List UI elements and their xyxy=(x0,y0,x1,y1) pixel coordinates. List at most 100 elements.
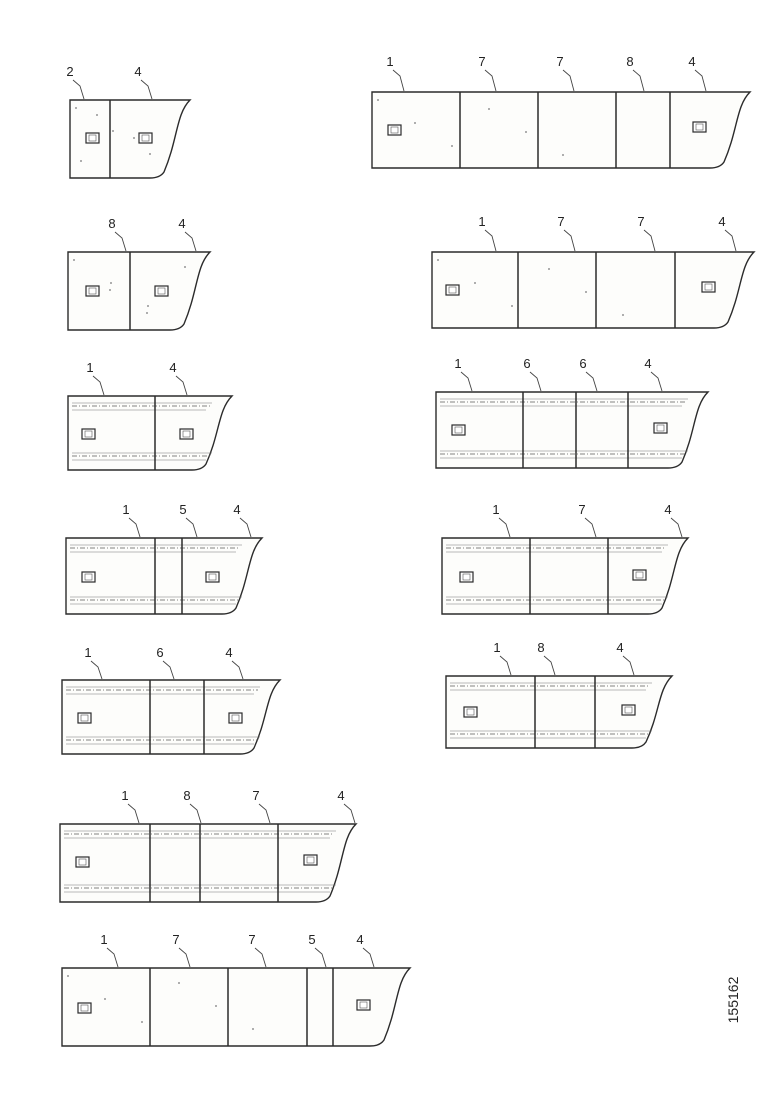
texture-speck xyxy=(437,259,439,261)
callout-leader xyxy=(543,655,556,676)
callout-label: 7 xyxy=(252,788,259,803)
callout-label: 7 xyxy=(556,54,563,69)
callout-label: 7 xyxy=(478,54,485,69)
reflector-window xyxy=(77,1002,92,1014)
callout-leader xyxy=(392,69,405,92)
callout-leader xyxy=(231,660,244,680)
callout-label: 1 xyxy=(386,54,393,69)
callout-leader xyxy=(724,229,737,252)
callout-leader xyxy=(239,517,252,538)
reflector-inner xyxy=(78,858,87,866)
reflector-inner xyxy=(462,573,471,581)
callout-leader xyxy=(643,229,656,252)
texture-speck xyxy=(67,975,69,977)
reflector-inner xyxy=(157,287,166,295)
callout-label: 1 xyxy=(100,932,107,947)
callout-label: 1 xyxy=(86,360,93,375)
texture-speck xyxy=(511,305,513,307)
panel-outline xyxy=(445,675,674,749)
reflector-inner xyxy=(704,283,713,291)
reflector-window xyxy=(701,281,716,293)
texture-speck xyxy=(474,282,476,284)
callout-label: 1 xyxy=(493,640,500,655)
reflector-window xyxy=(445,284,460,296)
callout-leader xyxy=(140,79,153,100)
callout-leader xyxy=(484,69,497,92)
callout-leader xyxy=(562,69,575,92)
texture-speck xyxy=(112,130,114,132)
callout-leader xyxy=(498,517,511,538)
panel-outline xyxy=(59,823,358,903)
callout-leader xyxy=(650,371,663,392)
callout-label: 4 xyxy=(233,502,240,517)
callout-leader xyxy=(90,660,103,680)
reflector-inner xyxy=(231,714,240,722)
texture-speck xyxy=(146,312,148,314)
callout-leader xyxy=(362,947,375,968)
reflector-inner xyxy=(306,856,315,864)
reflector-inner xyxy=(141,134,150,142)
texture-speck xyxy=(104,998,106,1000)
callout-leader xyxy=(72,79,85,100)
reflector-window xyxy=(81,571,96,583)
callout-leader xyxy=(114,231,127,252)
callout-label: 6 xyxy=(156,645,163,660)
reflector-inner xyxy=(695,123,704,131)
texture-speck xyxy=(75,107,77,109)
callout-label: 4 xyxy=(664,502,671,517)
texture-speck xyxy=(377,99,379,101)
texture-speck xyxy=(585,291,587,293)
callout-leader xyxy=(127,803,140,824)
texture-speck xyxy=(488,108,490,110)
callout-leader xyxy=(460,371,473,392)
callout-label: 1 xyxy=(122,502,129,517)
callout-label: 4 xyxy=(644,356,651,371)
callout-leader xyxy=(632,69,645,92)
callout-leader xyxy=(175,375,188,396)
callout-label: 1 xyxy=(121,788,128,803)
panel-outline xyxy=(441,537,690,615)
callout-leader xyxy=(484,229,497,252)
texture-speck xyxy=(215,1005,217,1007)
texture-speck xyxy=(548,268,550,270)
panel-outline xyxy=(371,91,752,169)
reflector-window xyxy=(138,132,153,144)
callout-leader xyxy=(670,517,683,538)
texture-speck xyxy=(141,1021,143,1023)
reference-number: 155162 xyxy=(725,976,741,1023)
texture-speck xyxy=(110,282,112,284)
reflector-window xyxy=(81,428,96,440)
callout-label: 1 xyxy=(454,356,461,371)
reflector-inner xyxy=(80,714,89,722)
reflector-inner xyxy=(359,1001,368,1009)
callout-label: 7 xyxy=(637,214,644,229)
reflector-window xyxy=(154,285,169,297)
callout-label: 2 xyxy=(66,64,73,79)
reflector-inner xyxy=(656,424,665,432)
callout-label: 1 xyxy=(492,502,499,517)
panel-outline xyxy=(67,251,212,331)
texture-speck xyxy=(525,131,527,133)
callout-label: 4 xyxy=(337,788,344,803)
reflector-window xyxy=(85,132,100,144)
reflector-window xyxy=(692,121,707,133)
reflector-window xyxy=(463,706,478,718)
callout-leader xyxy=(189,803,202,824)
reflector-window xyxy=(387,124,402,136)
reflector-inner xyxy=(466,708,475,716)
reflector-window xyxy=(205,571,220,583)
reflector-inner xyxy=(390,126,399,134)
texture-speck xyxy=(80,160,82,162)
callout-leader xyxy=(184,231,197,252)
callout-label: 8 xyxy=(626,54,633,69)
reflector-window xyxy=(179,428,194,440)
reflector-window xyxy=(621,704,636,716)
callout-leader xyxy=(694,69,707,92)
